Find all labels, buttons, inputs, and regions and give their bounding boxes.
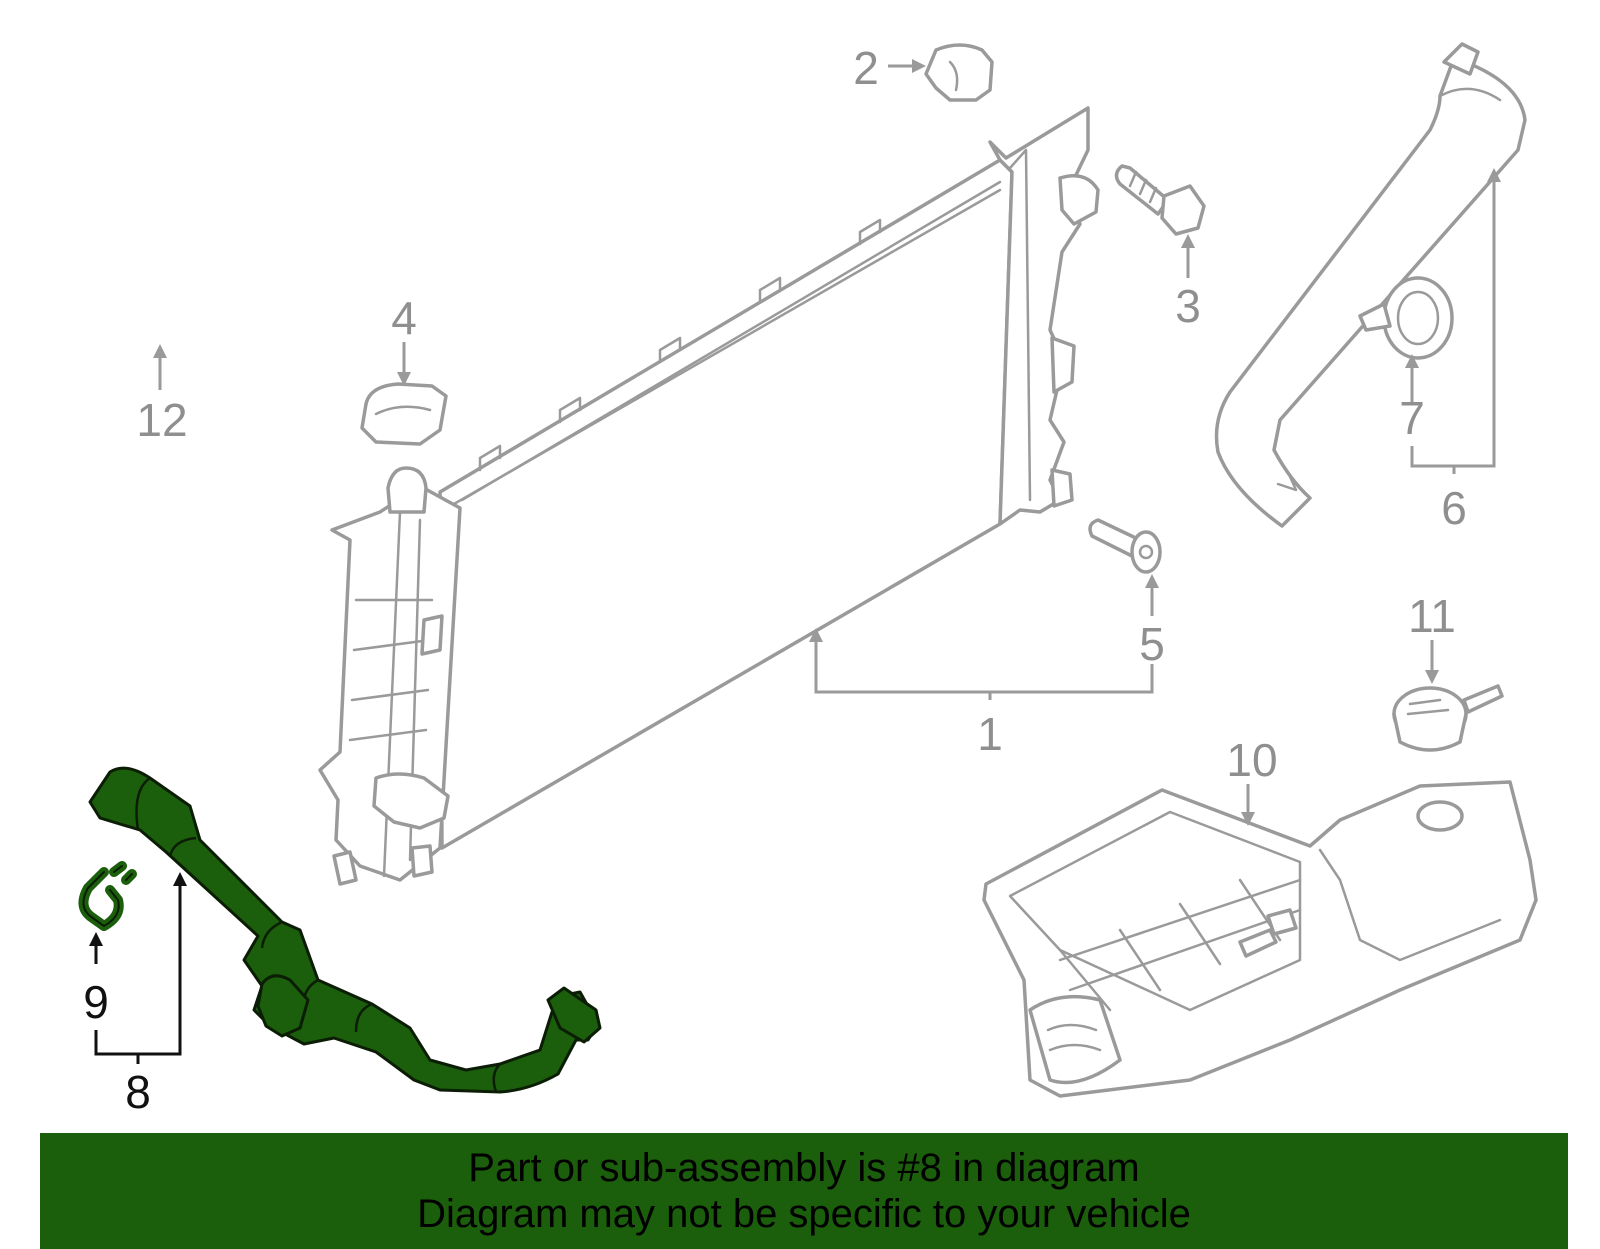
callout-10: 10 [1226, 734, 1277, 786]
banner-line-part: Part or sub-assembly is #8 in diagram [468, 1146, 1140, 1190]
callout-1: 1 [977, 708, 1003, 760]
arrow-11 [1425, 670, 1439, 684]
part-6-upper-hose[interactable] [1214, 42, 1527, 528]
part-10-reservoir[interactable] [982, 780, 1538, 1098]
leader-8 [94, 886, 182, 1064]
leader-6 [1410, 180, 1496, 474]
part-5-pin[interactable] [1088, 518, 1162, 574]
part-11-reservoir-cap[interactable] [1392, 684, 1504, 752]
callout-3: 3 [1175, 280, 1201, 332]
callout-9: 9 [83, 976, 109, 1028]
arrow-1 [809, 628, 823, 642]
info-banner: Part or sub-assembly is #8 in diagram Di… [40, 1133, 1568, 1249]
part-7-clamp[interactable] [1358, 276, 1454, 360]
arrow-7 [1405, 354, 1419, 368]
callout-12: 12 [136, 394, 187, 446]
banner-line-disclaimer: Diagram may not be specific to your vehi… [417, 1192, 1191, 1236]
callout-6: 6 [1441, 482, 1467, 534]
part-9-clip[interactable] [78, 861, 137, 931]
callout-8: 8 [125, 1066, 151, 1118]
callout-4: 4 [391, 292, 417, 344]
callout-7: 7 [1399, 392, 1425, 444]
part-8-lower-hose[interactable] [88, 766, 602, 1094]
part-4-radiator-cap[interactable] [360, 382, 448, 446]
part-12-overflow-hose[interactable] [71, 44, 352, 387]
arrow-2 [912, 59, 926, 73]
arrow-3 [1181, 234, 1195, 248]
arrow-8 [173, 872, 187, 886]
arrow-4 [397, 372, 411, 386]
arrow-5 [1145, 574, 1159, 588]
callout-5: 5 [1139, 618, 1165, 670]
part-1-radiator[interactable] [318, 106, 1100, 886]
callout-11: 11 [1408, 590, 1456, 642]
arrow-9 [89, 932, 103, 946]
arrow-10 [1241, 812, 1255, 826]
arrow-12 [153, 344, 167, 358]
callout-2: 2 [853, 42, 879, 94]
part-2-bushing[interactable] [924, 43, 994, 102]
part-3-bolt[interactable] [1114, 164, 1206, 236]
leader-1 [814, 642, 1154, 700]
arrow-6 [1487, 168, 1501, 182]
